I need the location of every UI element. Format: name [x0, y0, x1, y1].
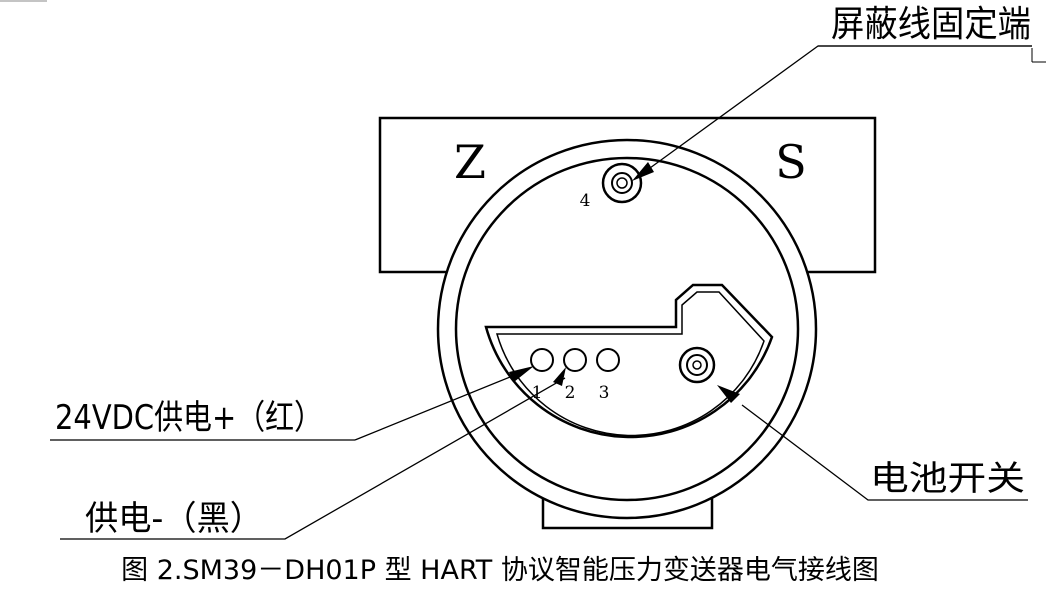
outer-ring [436, 138, 818, 520]
terminal-1-hole [530, 348, 554, 372]
terminal-4-number: 4 [580, 191, 591, 211]
terminal-3-hole [596, 348, 620, 372]
arrowheads [509, 162, 740, 403]
figure-caption: 图 2.SM39－DH01P 型 HART 协议智能压力变送器电气接线图 [121, 555, 879, 586]
battery-switch-label: 电池开关 [870, 459, 1025, 499]
terminal-2-hole [563, 348, 587, 372]
inner-ring [454, 156, 800, 502]
shield-terminal-label: 屏蔽线固定端 [831, 4, 1031, 45]
terminal-board-outer [484, 283, 774, 439]
power-positive-label: 24VDC供电+（红） [55, 398, 323, 438]
housing-block [378, 116, 877, 274]
power-negative-label: 供电-（黑） [85, 499, 263, 539]
terminal-3-number: 3 [599, 383, 610, 403]
terminal-2-number: 2 [565, 383, 576, 403]
side-s-label: S [775, 135, 807, 189]
side-z-label: Z [454, 135, 486, 189]
terminal-board-inner [496, 291, 765, 437]
terminal-1-number: 1 [532, 383, 543, 403]
shield-terminal [601, 162, 643, 204]
bottom-tab [541, 498, 714, 530]
battery-switch [678, 346, 716, 384]
